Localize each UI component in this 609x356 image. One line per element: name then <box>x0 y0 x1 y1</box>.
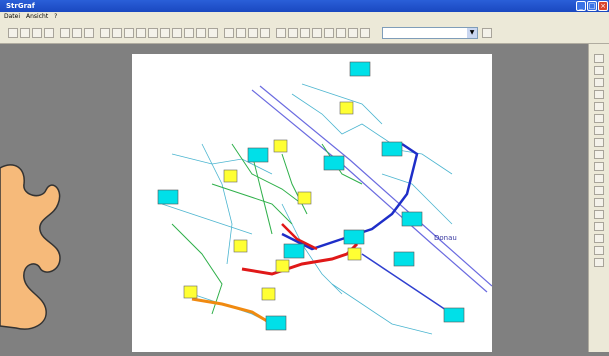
tool-icon[interactable] <box>84 28 94 38</box>
network-lines <box>161 83 453 335</box>
new-icon[interactable] <box>8 28 18 38</box>
node-cyan-boxes[interactable] <box>157 61 465 331</box>
tool-icon[interactable] <box>594 90 604 99</box>
tool-icon[interactable] <box>236 28 246 38</box>
puzzle-piece-icon <box>0 164 61 330</box>
tool-icon[interactable] <box>276 28 286 38</box>
tool-icon[interactable] <box>136 28 146 38</box>
tool-icon[interactable] <box>100 28 110 38</box>
tool-icon[interactable] <box>196 28 206 38</box>
tool-icon[interactable] <box>594 150 604 159</box>
tool-icon[interactable] <box>594 174 604 183</box>
tool-icon[interactable] <box>594 234 604 243</box>
river-line <box>259 85 493 287</box>
tool-icon[interactable] <box>594 102 604 111</box>
river-label: Donau <box>434 234 457 242</box>
main-line-red <box>281 223 318 251</box>
network-lines <box>171 143 363 315</box>
print-icon[interactable] <box>44 28 54 38</box>
window-title: StrGraf <box>6 2 35 10</box>
map-canvas[interactable]: Donau <box>132 54 493 352</box>
tool-icon[interactable] <box>594 246 604 255</box>
tool-icon[interactable] <box>260 28 270 38</box>
tool-icon[interactable] <box>594 222 604 231</box>
close-button[interactable]: × <box>598 1 608 11</box>
tool-icon[interactable] <box>360 28 370 38</box>
main-line-orange <box>191 297 273 326</box>
tool-icon[interactable] <box>594 210 604 219</box>
tool-icon[interactable] <box>248 28 258 38</box>
tool-icon[interactable] <box>348 28 358 38</box>
right-toolbar <box>588 44 609 352</box>
menu-datei[interactable]: Datei <box>4 13 21 20</box>
tool-icon[interactable] <box>324 28 334 38</box>
main-line-blue <box>281 142 419 251</box>
menu-ansicht[interactable]: Ansicht <box>26 13 49 20</box>
tool-icon[interactable] <box>148 28 158 38</box>
tool-icon[interactable] <box>60 28 70 38</box>
menu-bar: Datei Ansicht ? <box>0 12 609 22</box>
tool-icon[interactable] <box>312 28 322 38</box>
tool-icon[interactable] <box>184 28 194 38</box>
tool-icon[interactable] <box>300 28 310 38</box>
tool-icon[interactable] <box>594 126 604 135</box>
tool-icon[interactable] <box>208 28 218 38</box>
network-map: Donau <box>157 61 493 335</box>
open-icon[interactable] <box>20 28 30 38</box>
tool-icon[interactable] <box>112 28 122 38</box>
chevron-down-icon[interactable]: ▼ <box>467 28 477 38</box>
save-icon[interactable] <box>32 28 42 38</box>
river-line <box>251 89 488 293</box>
minimize-button[interactable]: _ <box>576 1 586 11</box>
tool-icon[interactable] <box>594 78 604 87</box>
tool-icon[interactable] <box>336 28 346 38</box>
tool-icon[interactable] <box>594 198 604 207</box>
tool-icon[interactable] <box>594 162 604 171</box>
tool-icon[interactable] <box>594 138 604 147</box>
title-bar: StrGraf _ □ × <box>0 0 609 12</box>
tool-icon[interactable] <box>594 54 604 63</box>
tool-icon[interactable] <box>482 28 492 38</box>
node-yellow-boxes[interactable] <box>183 101 362 301</box>
main-line-blue <box>361 253 453 315</box>
tool-icon[interactable] <box>288 28 298 38</box>
tool-icon[interactable] <box>160 28 170 38</box>
maximize-button[interactable]: □ <box>587 1 597 11</box>
toolbar: ▼ <box>0 22 609 44</box>
tool-icon[interactable] <box>224 28 234 38</box>
layer-select[interactable]: ▼ <box>382 27 478 39</box>
tool-icon[interactable] <box>594 114 604 123</box>
menu-help[interactable]: ? <box>54 13 58 20</box>
tool-icon[interactable] <box>594 66 604 75</box>
tool-icon[interactable] <box>172 28 182 38</box>
tool-icon[interactable] <box>594 258 604 267</box>
tool-icon[interactable] <box>72 28 82 38</box>
tool-icon[interactable] <box>124 28 134 38</box>
tool-icon[interactable] <box>594 186 604 195</box>
